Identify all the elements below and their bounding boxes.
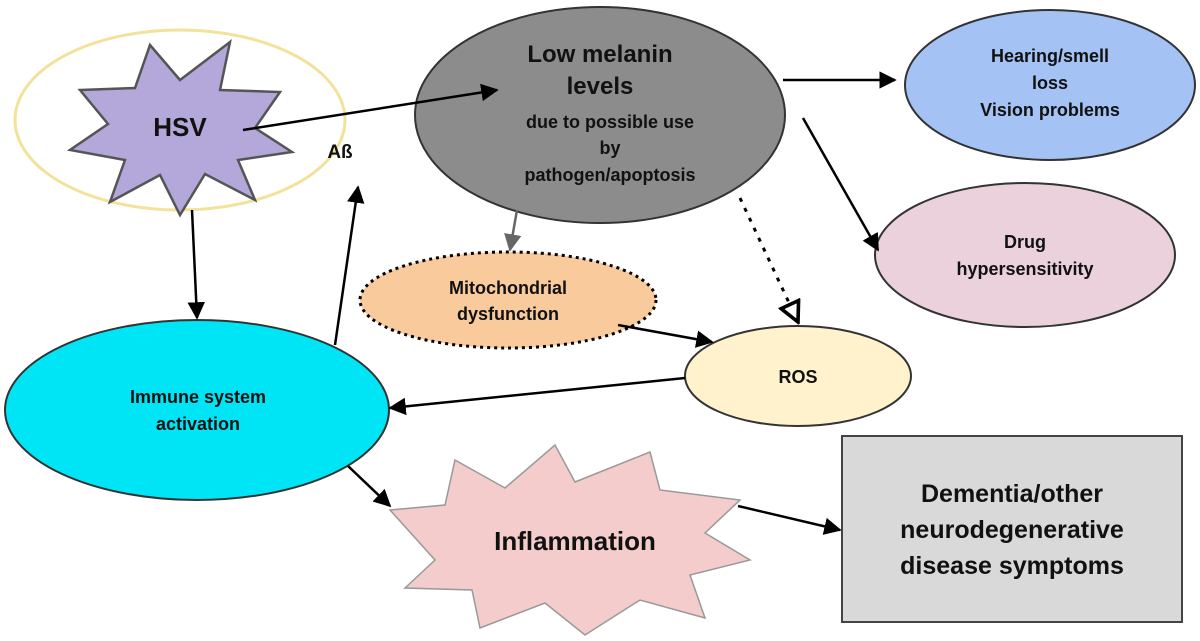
arrow-mito-to-ros xyxy=(617,323,714,348)
hsv-label: HSV xyxy=(153,112,207,142)
mito-line-2: dysfunction xyxy=(457,304,559,324)
hearing-vision-node xyxy=(904,9,1196,161)
arrow-low-melanin-to-drug xyxy=(801,117,880,252)
low-melanin-line-2: levels xyxy=(567,73,634,100)
inflammation-star-node xyxy=(388,443,752,636)
low-melanin-node xyxy=(414,6,786,224)
hearing-line-2: loss xyxy=(1032,73,1068,93)
inflammation-label: Inflammation xyxy=(494,526,656,556)
arrow-immune-to-abeta xyxy=(333,185,365,346)
hearing-line-1: Hearing/smell xyxy=(991,46,1109,66)
low-melanin-line-5: pathogen/apoptosis xyxy=(525,165,696,185)
drug-line-1: Drug xyxy=(1004,232,1046,252)
immune-line-1: Immune system xyxy=(130,387,266,407)
dementia-line-1: Dementia/other xyxy=(921,480,1103,508)
arrow-hsv-to-immune xyxy=(187,209,206,320)
arrow-low-melanin-to-mito xyxy=(504,209,522,252)
hsv-star-node xyxy=(66,38,296,218)
hearing-line-3: Vision problems xyxy=(980,100,1120,120)
mitochondrial-dysfunction-node xyxy=(358,250,658,350)
mito-line-1: Mitochondrial xyxy=(449,278,567,298)
low-melanin-line-1: Low melanin xyxy=(527,41,672,68)
low-melanin-line-4: by xyxy=(599,138,620,158)
drug-line-2: hypersensitivity xyxy=(956,259,1093,279)
drug-hypersensitivity-node xyxy=(874,182,1176,328)
ros-node xyxy=(684,325,912,427)
abeta-label: Aß xyxy=(327,142,353,163)
arrow-ros-to-immune xyxy=(388,376,686,416)
dementia-line-3: disease symptoms xyxy=(900,552,1124,580)
immune-line-2: activation xyxy=(156,414,240,434)
low-melanin-line-3: due to possible use xyxy=(526,112,694,132)
dementia-node xyxy=(841,435,1183,623)
dementia-line-2: neurodegenerative xyxy=(900,516,1124,544)
arrow-inflammation-to-dementia xyxy=(737,504,842,535)
immune-activation-node xyxy=(4,319,390,501)
arrow-low-melanin-to-ros-dotted xyxy=(738,197,798,322)
arrow-immune-to-inflammation xyxy=(347,465,392,508)
ros-label: ROS xyxy=(778,367,817,387)
arrow-hsv-to-low-melanin xyxy=(242,83,499,132)
